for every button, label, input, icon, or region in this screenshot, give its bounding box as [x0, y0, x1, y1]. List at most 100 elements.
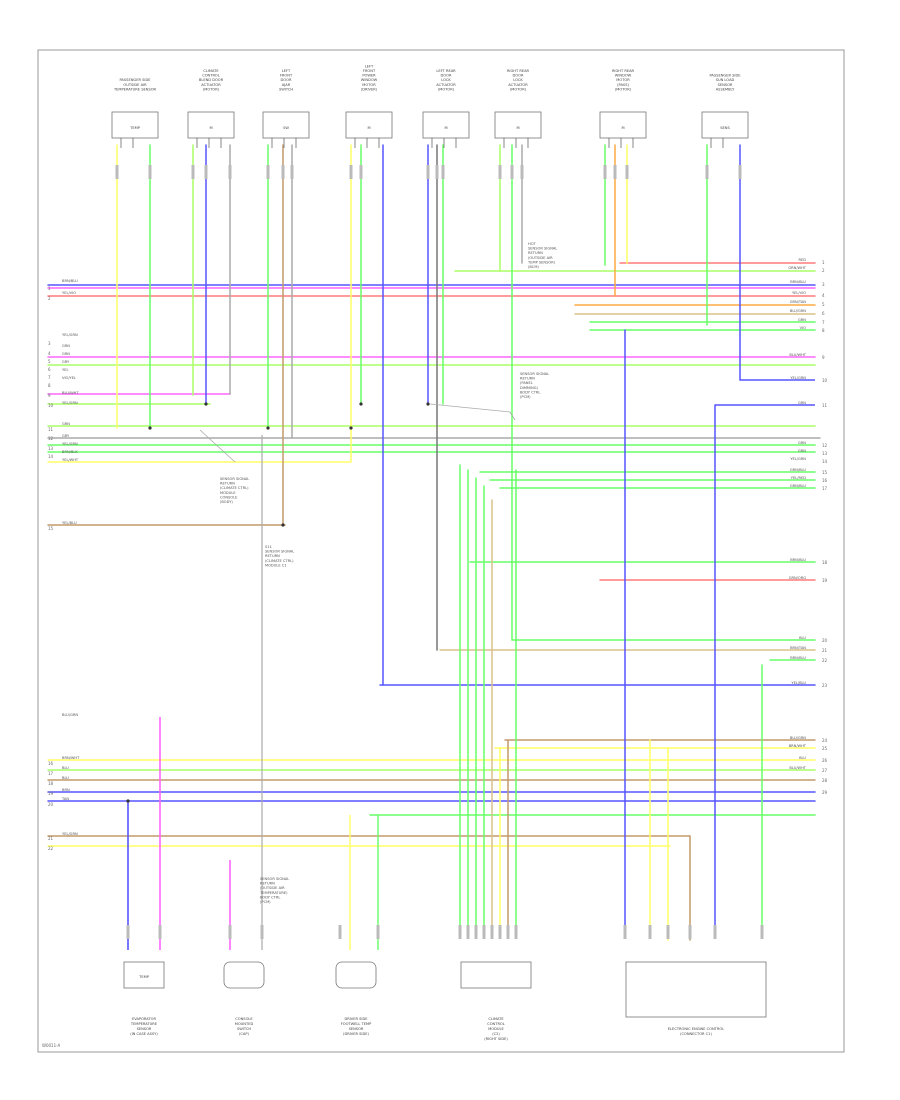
component-label: LEFT REAR — [436, 69, 456, 73]
connector-pin — [115, 165, 119, 179]
component-label: AJAR — [282, 83, 291, 87]
component-label: CLIMATE — [203, 69, 219, 73]
component-label: SENSOR — [137, 1027, 152, 1031]
note-line: TEMPERATURE) — [259, 891, 288, 895]
wire-label-left: GRN — [62, 344, 70, 348]
component-label: MOTOR — [616, 78, 630, 82]
connector-pin — [760, 925, 764, 939]
connector-pin — [281, 165, 285, 179]
wire-label-right: GRN — [798, 318, 806, 322]
pin-number-right: 3 — [822, 282, 825, 287]
note-line: (OUTSIDE AIR — [260, 886, 285, 890]
wire-label-right: BRN/BLU — [790, 280, 806, 284]
connector-pin — [466, 925, 470, 939]
connector-pin — [603, 165, 607, 179]
pin-number-right: 22 — [822, 658, 828, 663]
wire-label-left: BRN/BLK — [62, 450, 78, 454]
connector-pin — [228, 165, 232, 179]
connector-pin — [510, 165, 514, 179]
pin-number-left: 2 — [48, 296, 51, 301]
pin-number-left: 7 — [48, 375, 51, 380]
component-body — [187, 111, 235, 139]
component-label: LEFT — [282, 69, 291, 73]
component-label: DOOR — [281, 78, 292, 82]
component-label: WINDOW — [615, 74, 632, 78]
note-line: SENSOR SIGNAL — [220, 477, 249, 481]
component-label: (RIGHT SIDE) — [484, 1037, 508, 1041]
wire-label-left: GRY — [62, 360, 70, 364]
wire-label-left: GRN — [62, 422, 70, 426]
note-line: (PCM) — [260, 900, 271, 904]
pin-number-left: 15 — [48, 526, 54, 531]
pin-number-left: 12 — [48, 436, 54, 441]
pin-number-right: 25 — [822, 746, 828, 751]
pin-number-left: 10 — [48, 403, 54, 408]
pin-number-right: 17 — [822, 486, 828, 491]
component-label: PASSENGER SIDE — [710, 74, 742, 78]
component-inner-text: SENS — [720, 126, 730, 130]
pin-number-left: 22 — [48, 846, 54, 851]
wire-label-right: BRN/BLU — [790, 656, 806, 660]
component-inner-text: M — [516, 126, 519, 130]
note-line: (OUTSIDE AIR — [528, 256, 553, 260]
splice-dot — [204, 402, 208, 406]
note-line: SENSOR SIGNAL — [528, 247, 557, 251]
note-line: RETURN — [520, 377, 535, 381]
splice-dot — [426, 402, 430, 406]
component-label: MODULE — [488, 1027, 504, 1031]
component-label: (MOTOR) — [438, 87, 455, 91]
pin-number-right: 16 — [822, 478, 828, 483]
wire-label-right: GRN/BLU — [790, 484, 806, 488]
note-line: MODULE — [220, 491, 236, 495]
note-line: (BCM) — [528, 265, 539, 269]
pin-number-right: 14 — [822, 459, 828, 464]
wire-label-right: RED — [798, 258, 806, 262]
component-body — [599, 111, 647, 139]
pin-number-right: 24 — [822, 738, 828, 743]
connector-pin — [426, 165, 430, 179]
pin-number-left: 4 — [48, 351, 51, 356]
connector-pin — [738, 165, 742, 179]
component-label: (C2) — [492, 1032, 500, 1036]
component-body — [262, 111, 310, 139]
wire-label-left: BLU/GRN — [62, 713, 78, 717]
wire-label-right: GRN/TAN — [790, 300, 807, 304]
component-body — [494, 111, 542, 139]
pin-number-left: 8 — [48, 383, 51, 388]
wire-label-left: BRN — [62, 788, 70, 792]
wire-label-left: YEL/GRN — [62, 832, 78, 836]
component-label: SUN LOAD — [716, 78, 735, 82]
component-label: WINDOW — [361, 78, 378, 82]
component-label: CLIMATE — [488, 1017, 504, 1021]
component-body — [123, 961, 165, 989]
pin-number-right: 21 — [822, 648, 828, 653]
leader-line — [199, 429, 236, 463]
component-label: DOOR — [441, 74, 452, 78]
note-line: SENSOR SIGNAL — [265, 550, 294, 554]
component-label: (CONNECTOR C1) — [680, 1032, 712, 1036]
pin-number-right: 4 — [822, 293, 825, 298]
wire-label-left: YEL/VIO — [62, 291, 76, 295]
pin-number-left: 11 — [48, 427, 54, 432]
connector-pin — [338, 925, 342, 939]
component-label: (CAP) — [239, 1032, 250, 1036]
wire-label-right: GRN — [798, 449, 806, 453]
connector-pin — [514, 925, 518, 939]
component-label: RIGHT REAR — [612, 69, 635, 73]
connector-pin — [126, 925, 130, 939]
component-label: FOOTWELL TEMP — [341, 1022, 372, 1026]
splice-dot — [359, 402, 363, 406]
wire-label-right: BLU — [799, 756, 806, 760]
connector-pin — [435, 165, 439, 179]
pin-number-left: 18 — [48, 781, 54, 786]
wire-label-left: TAN — [61, 797, 69, 801]
component-label: SENSOR — [718, 83, 733, 87]
